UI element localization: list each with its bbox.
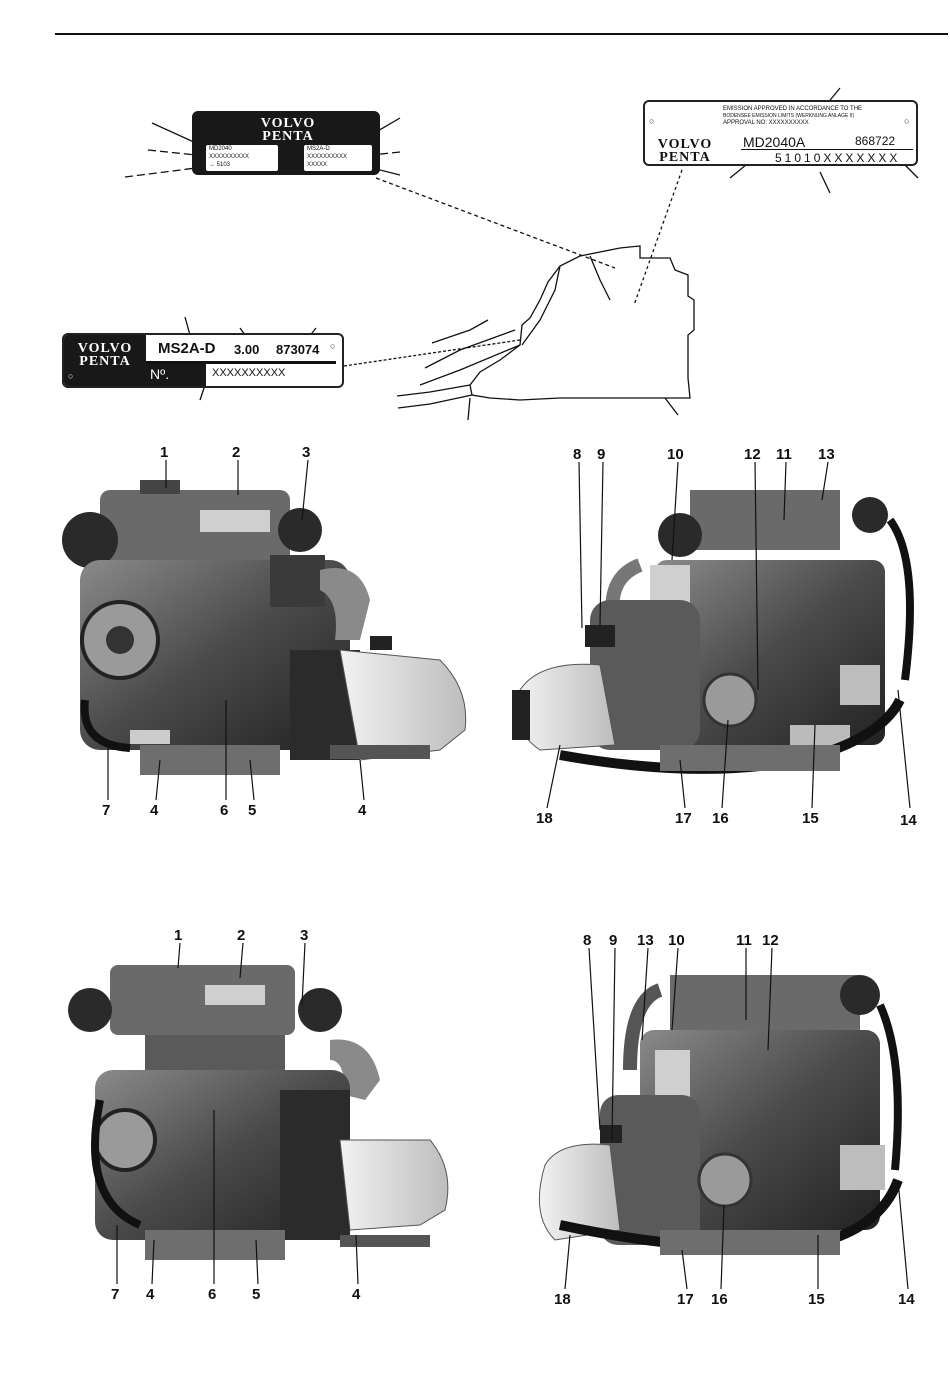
emission-serial: 868722 (855, 134, 896, 148)
plate-right-row: XXXXXXXXXX (307, 154, 348, 160)
callout-number: 9 (597, 446, 606, 463)
gearbox-logo-block: VOLVO PENTA (64, 335, 146, 386)
callout-number: 12 (762, 932, 779, 949)
callout-number: 6 (208, 1286, 217, 1303)
brand-line1: VOLVO (657, 137, 713, 152)
callout-number: 4 (358, 802, 367, 819)
callout-number: 5 (252, 1286, 261, 1303)
emission-plate: EMISSION APPROVED IN ACCORDANCE TO THE B… (643, 100, 918, 166)
callout-number: 8 (573, 446, 582, 463)
brand-logo: VOLVO PENTA (64, 341, 146, 369)
plate-left-row: → 5103 (209, 162, 231, 168)
callout-number: 15 (802, 810, 819, 827)
gearbox-divider (146, 361, 336, 364)
plate-left-row: XXXXXXXXXX (209, 154, 250, 160)
callout-number: 16 (712, 810, 729, 827)
callout-number: 2 (232, 444, 241, 461)
header-rule (55, 33, 948, 35)
callout-number: 2 (237, 927, 246, 944)
brand-line2: PENTA (262, 129, 314, 144)
callout-number: 8 (583, 932, 592, 949)
brand-line2: PENTA (659, 150, 711, 165)
plate-left-field: MD2040 XXXXXXXXXX → 5103 (206, 145, 278, 171)
engine-plate-small: VOLVO PENTA MD2040 XXXXXXXXXX → 5103 MS2… (192, 111, 380, 175)
callout-number: 12 (744, 446, 761, 463)
callout-number: 3 (300, 927, 309, 944)
rivet-icon: ○ (904, 116, 910, 126)
emission-model: MD2040A (743, 134, 806, 150)
rivet-icon: ○ (330, 341, 336, 351)
plate-left-row: MD2040 (209, 146, 232, 152)
callout-number: 11 (736, 932, 752, 949)
callout-number: 13 (818, 446, 835, 463)
gearbox-number: 873074 (276, 342, 320, 357)
brand-line1: VOLVO (260, 116, 316, 131)
emission-divider (741, 149, 913, 150)
brand-logo: VOLVO PENTA (651, 137, 719, 165)
callout-number: 18 (536, 810, 553, 827)
emission-text-line: APPROVAL NO: XXXXXXXXXX (723, 120, 809, 126)
callout-number: 17 (675, 810, 692, 827)
callout-number: 6 (220, 802, 229, 819)
engine-photo-4-shapes (538, 975, 903, 1255)
brand-logo: VOLVO PENTA (194, 116, 382, 144)
callout-number: 10 (668, 932, 685, 949)
gearbox-plate: VOLVO PENTA Nº. MS2A-D 3.00 873074 XXXXX… (62, 333, 344, 388)
callout-number: 7 (111, 1286, 120, 1303)
callout-number: 3 (302, 444, 311, 461)
brand-line1: VOLVO (77, 341, 133, 356)
callout-number: 10 (667, 446, 684, 463)
engine-photo-2-shapes (512, 490, 914, 774)
plate-right-field: MS2A-D XXXXXXXXXX XXXXX (304, 145, 372, 171)
engine-photo-1-shapes (62, 480, 467, 775)
callout-number: 14 (900, 812, 917, 829)
brand-line2: PENTA (79, 354, 131, 369)
gearbox-no-label: Nº. (150, 366, 170, 382)
rivet-icon: ○ (68, 371, 74, 381)
rivet-icon: ○ (649, 116, 655, 126)
gearbox-model: MS2A-D (158, 340, 216, 357)
emission-code: 51010XXXXXXX (775, 151, 901, 165)
callout-number: 1 (174, 927, 183, 944)
callout-number: 4 (146, 1286, 155, 1303)
callout-number: 13 (637, 932, 654, 949)
callout-number: 9 (609, 932, 618, 949)
callout-number: 4 (150, 802, 159, 819)
plate-right-row: XXXXX (307, 162, 328, 168)
callout-leaders (107, 459, 911, 1290)
callout-number: 14 (898, 1291, 915, 1308)
callout-number: 16 (711, 1291, 728, 1308)
callout-number: 17 (677, 1291, 694, 1308)
callout-number: 4 (352, 1286, 361, 1303)
callout-number: 15 (808, 1291, 825, 1308)
gearbox-ratio: 3.00 (234, 342, 260, 357)
callout-number: 1 (160, 444, 169, 461)
emission-text-line: EMISSION APPROVED IN ACCORDANCE TO THE (723, 106, 863, 112)
callout-number: 5 (248, 802, 257, 819)
callout-number: 11 (776, 446, 792, 463)
gearbox-no-block: Nº. (146, 363, 206, 386)
gearbox-serial: XXXXXXXXXX (212, 367, 286, 379)
callout-number: 18 (554, 1291, 571, 1308)
emission-text-line: BODENSEE EMISSION LIMITS (WERKNUNG ANLAG… (723, 113, 855, 119)
callout-number: 7 (102, 802, 111, 819)
engine-photo-3-shapes (68, 965, 449, 1260)
plate-right-row: MS2A-D (307, 146, 330, 152)
